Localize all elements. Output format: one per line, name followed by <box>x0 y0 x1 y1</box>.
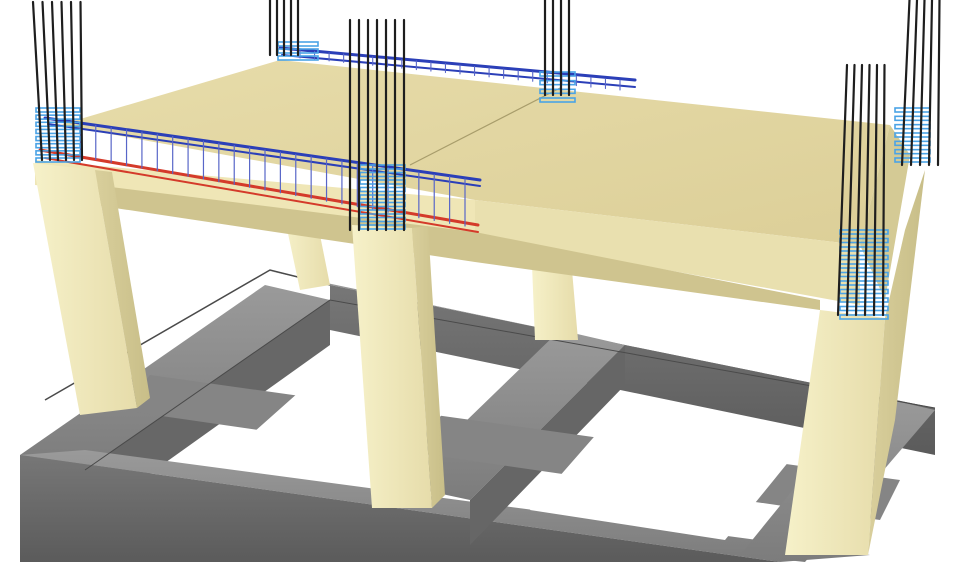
starter-bar <box>900 0 911 167</box>
column-tie <box>539 79 576 86</box>
starter-bar <box>845 63 856 317</box>
column-tie <box>35 121 81 128</box>
column-tie <box>35 114 81 120</box>
rebar-back-top-1 <box>278 46 637 82</box>
starter-bar <box>50 0 60 162</box>
starter-bar <box>69 0 76 162</box>
rebar-front-top-1 <box>43 116 482 182</box>
front-columns <box>33 163 925 555</box>
column-starter-bars <box>31 0 941 317</box>
column-tie <box>539 97 576 103</box>
column-front-mid <box>352 225 432 508</box>
starter-bar <box>836 63 849 317</box>
starter-bar <box>909 0 919 167</box>
footing-front-top <box>20 450 870 562</box>
starter-bar <box>936 0 941 167</box>
column-tie <box>539 71 576 77</box>
starter-bar <box>918 0 926 167</box>
slab-joint <box>409 87 561 166</box>
starter-bar <box>60 0 68 162</box>
column-back-mid <box>532 265 578 340</box>
column-front-left-side <box>95 170 150 408</box>
starter-bar <box>881 63 886 317</box>
column-tie <box>839 297 889 303</box>
rebar-front-bottom-2 <box>44 157 479 233</box>
column-front-left <box>33 163 137 415</box>
beam-reinforcement <box>38 46 637 233</box>
rebar-front-top-2 <box>47 123 481 187</box>
footing-left-top <box>20 285 330 470</box>
column-front-mid-side <box>412 226 445 508</box>
footing-edges-2 <box>84 299 936 471</box>
starter-bar <box>79 0 84 162</box>
starter-bar <box>31 0 44 162</box>
column-tie <box>359 186 406 193</box>
slab-top <box>60 60 890 245</box>
starter-bar <box>41 0 52 162</box>
footing-front-side <box>20 455 780 562</box>
starter-bar <box>927 0 934 167</box>
column-front-right <box>785 310 885 555</box>
floor-slab <box>35 60 910 310</box>
starter-bar <box>854 63 864 317</box>
column-tie <box>35 107 81 113</box>
starter-bar <box>872 63 879 317</box>
column-front-right-side <box>868 170 925 555</box>
slab-underside <box>95 185 820 310</box>
column-tie <box>539 88 576 95</box>
slab-right-edge <box>475 200 860 305</box>
column-tie <box>839 288 889 295</box>
starter-bar <box>863 63 871 317</box>
foundation-opening-right <box>530 430 790 540</box>
